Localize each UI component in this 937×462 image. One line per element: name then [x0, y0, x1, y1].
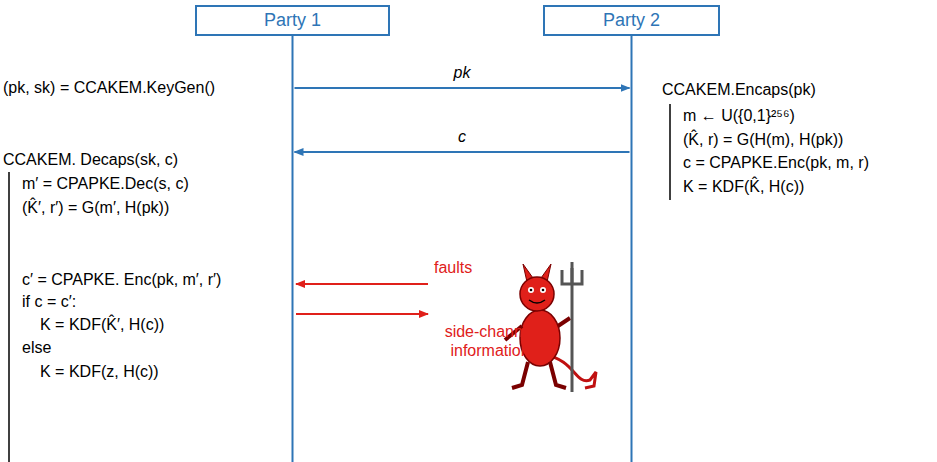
code-line: c′ = CPAPKE. Enc(pk, m′, r′) — [22, 270, 221, 289]
code-line: (K̂′, r′) = G(m′, H(pk)) — [22, 198, 169, 217]
code-line: (K̂, r) = G(H(m), H(pk)) — [683, 130, 843, 149]
block-bar — [669, 104, 671, 200]
code-line: K = KDF(K̂′, H(c)) — [40, 315, 164, 334]
attack-label: side-channel information — [430, 322, 550, 360]
code-line: CCAKEM. Decaps(sk, c) — [3, 150, 178, 169]
code-line: K = KDF(K̂, H(c)) — [683, 177, 804, 196]
code-line: if c = c′: — [22, 292, 76, 311]
party-box: Party 1 — [195, 5, 390, 36]
lifeline — [292, 36, 294, 462]
message-arrow — [295, 87, 630, 89]
code-line: c = CPAPKE.Enc(pk, m, r) — [683, 153, 869, 172]
fault-arrow — [296, 283, 428, 285]
party-name: Party 2 — [603, 10, 660, 31]
party-box: Party 2 — [543, 5, 720, 36]
message-label: c — [456, 128, 468, 146]
message-label: pk — [452, 64, 473, 82]
code-line: K = KDF(z, H(c)) — [40, 362, 159, 381]
attack-label: faults — [434, 258, 472, 277]
lifeline — [631, 36, 633, 462]
code-line: (pk, sk) = CCAKEM.KeyGen() — [3, 78, 215, 97]
message-arrow — [295, 151, 630, 153]
code-line: CCAKEM.Encaps(pk) — [662, 80, 816, 99]
leak-arrow — [296, 313, 428, 315]
party-name: Party 1 — [264, 10, 321, 31]
code-line: else — [22, 338, 51, 357]
block-bar — [8, 172, 10, 462]
code-line: m ← U({0,1}²⁵⁶) — [683, 106, 795, 125]
code-line: m′ = CPAPKE.Dec(s, c) — [22, 174, 189, 193]
